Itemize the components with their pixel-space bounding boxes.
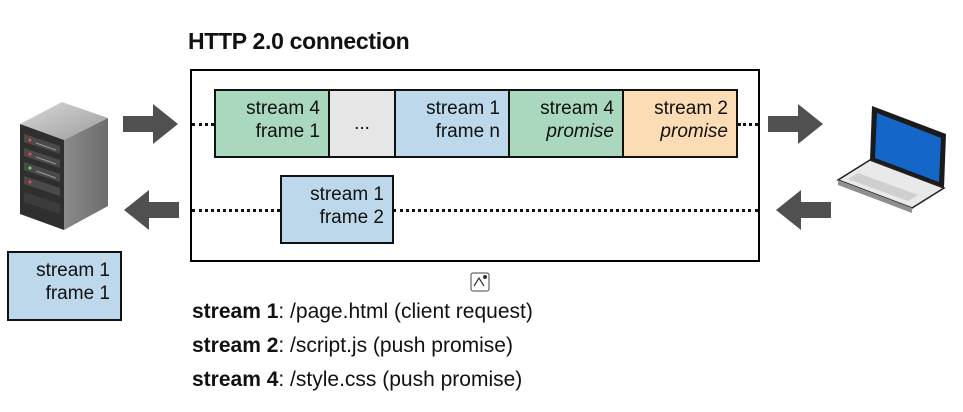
incoming-dotted-line-left bbox=[192, 209, 280, 212]
frame-label-line2: frame 1 bbox=[45, 283, 110, 304]
frame-label-line1: stream 4 bbox=[246, 98, 320, 119]
frame-stream1-framen: stream 1 frame n bbox=[394, 89, 510, 158]
arrow-left-icon bbox=[776, 190, 831, 230]
frame-stream1-frame2: stream 1 frame 2 bbox=[280, 175, 394, 244]
frame-label-line1: stream 1 bbox=[310, 184, 384, 205]
frame-stream2-promise: stream 2 promise bbox=[622, 89, 738, 158]
legend-value: : /page.html (client request) bbox=[278, 300, 533, 323]
frame-label-line2: frame 1 bbox=[255, 121, 320, 142]
translate-icon bbox=[470, 272, 490, 292]
server-icon bbox=[20, 102, 108, 230]
frame-label-line2: promise bbox=[660, 121, 728, 142]
legend-stream2: stream 2: /script.js (push promise) bbox=[192, 334, 513, 358]
legend-key: stream 1 bbox=[192, 300, 279, 323]
legend-key: stream 4 bbox=[192, 368, 279, 391]
legend-key: stream 2 bbox=[192, 334, 279, 357]
frame-label-line2: frame 2 bbox=[319, 207, 384, 228]
legend-value: : /script.js (push promise) bbox=[278, 334, 513, 357]
legend-stream4: stream 4: /style.css (push promise) bbox=[192, 368, 522, 392]
frame-label-line2: promise bbox=[546, 121, 614, 142]
arrow-right-icon bbox=[123, 104, 178, 144]
server-frame-stream1-frame1: stream 1 frame 1 bbox=[7, 251, 122, 321]
outgoing-dotted-line bbox=[192, 123, 214, 126]
diagram-title: HTTP 2.0 connection bbox=[188, 28, 410, 54]
laptop-icon bbox=[836, 106, 946, 213]
frame-ellipsis: ... bbox=[328, 89, 396, 158]
legend-stream1: stream 1: /page.html (client request) bbox=[192, 300, 533, 324]
frame-label-line1: stream 4 bbox=[540, 98, 614, 119]
frame-label-line1: stream 2 bbox=[654, 98, 728, 119]
frame-stream4-frame1: stream 4 frame 1 bbox=[214, 89, 330, 158]
incoming-dotted-line-right bbox=[393, 209, 758, 212]
frame-label-line1: stream 1 bbox=[36, 260, 110, 281]
frame-label-line1: stream 1 bbox=[426, 98, 500, 119]
arrow-left-icon bbox=[124, 190, 179, 230]
outgoing-dotted-line-end bbox=[738, 123, 758, 126]
frame-stream4-promise: stream 4 promise bbox=[508, 89, 624, 158]
frame-label-line2: frame n bbox=[435, 121, 500, 142]
arrow-right-icon bbox=[768, 104, 823, 144]
legend-value: : /style.css (push promise) bbox=[278, 368, 523, 391]
frame-ellipsis-label: ... bbox=[354, 113, 370, 134]
